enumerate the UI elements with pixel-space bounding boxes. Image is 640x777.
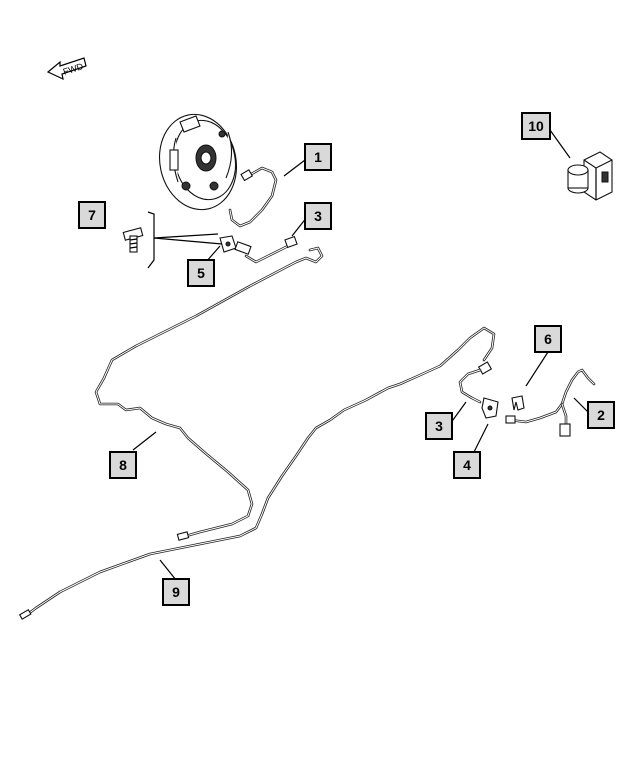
fwd-label: FWD [62, 61, 85, 77]
junction-block-10 [567, 151, 613, 201]
brake-hose-3-upper [234, 235, 298, 264]
callout-3-lower: 3 [425, 412, 453, 440]
fwd-arrow-icon: FWD [46, 57, 87, 81]
leader-1 [283, 159, 306, 177]
callout-2: 2 [587, 401, 615, 429]
svg-text:4: 4 [463, 457, 471, 473]
leader-7-b [153, 233, 219, 239]
svg-text:7: 7 [88, 207, 96, 223]
callout-7: 7 [78, 201, 106, 229]
brake-hose-3-lower [458, 361, 493, 404]
brake-backing-plate [158, 113, 238, 211]
svg-text:3: 3 [314, 208, 322, 224]
callout-5: 4 [453, 451, 481, 479]
svg-text:10: 10 [528, 118, 544, 134]
svg-text:6: 6 [544, 331, 552, 347]
leader-5 [472, 423, 489, 455]
callout-4: 5 [187, 259, 215, 287]
leader-9 [159, 559, 177, 581]
callout-10: 10 [521, 112, 551, 140]
svg-text:5: 5 [197, 265, 205, 281]
leader-2 [573, 397, 589, 413]
hose-bracket-5 [481, 397, 499, 419]
bolt-7 [122, 227, 144, 253]
brake-line-8 [94, 246, 324, 541]
hose-bracket-4 [219, 235, 237, 253]
brake-tube-2 [505, 368, 596, 437]
callout-6: 6 [534, 325, 562, 353]
callout-8: 8 [109, 451, 137, 479]
leader-10 [549, 129, 571, 159]
svg-text:2: 2 [597, 407, 605, 423]
callout-1: 1 [304, 143, 332, 171]
svg-text:8: 8 [119, 457, 127, 473]
svg-text:3: 3 [435, 418, 443, 434]
brake-tube-1 [228, 166, 278, 228]
svg-text:1: 1 [314, 149, 322, 165]
group-bracket [147, 211, 155, 269]
callout-9: 9 [162, 578, 190, 606]
leader-6 [525, 351, 549, 387]
callout-3-upper: 3 [304, 202, 332, 230]
brake-line-9 [18, 326, 496, 620]
svg-text:9: 9 [172, 584, 180, 600]
leader-7-a [153, 237, 223, 245]
retaining-clip-6 [511, 395, 525, 411]
leader-8 [132, 431, 157, 451]
